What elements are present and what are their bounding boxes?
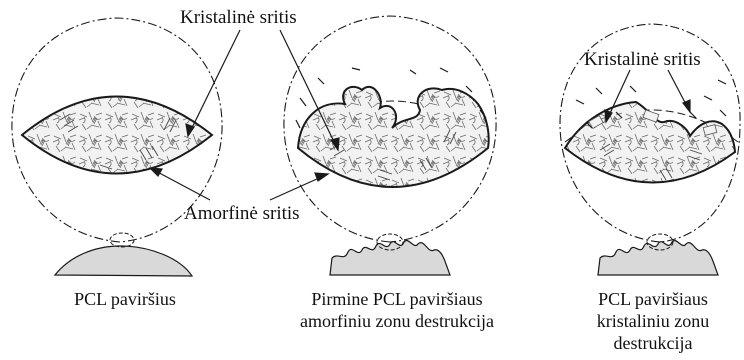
stage1-surface-bump bbox=[55, 246, 192, 276]
stage2-diagram bbox=[284, 16, 496, 275]
stage1-crystal-lens bbox=[22, 97, 212, 174]
label-amorphous: Amorfinė sritis bbox=[184, 204, 300, 223]
arrow-crystal-left bbox=[188, 30, 240, 136]
stage3-surface-serrated bbox=[598, 240, 718, 275]
stage1-diagram bbox=[12, 18, 222, 276]
caption-stage1: PCL paviršius bbox=[30, 289, 220, 311]
caption-stage2: Pirmine PCL paviršiaus amorfiniu zonu de… bbox=[262, 289, 532, 333]
caption-stage3-line3: destrukcija bbox=[568, 333, 738, 355]
caption-stage3-line2: kristaliniu zonu bbox=[568, 311, 738, 333]
stage2-eroded-lens bbox=[298, 87, 489, 187]
stage2-surface-serrated bbox=[330, 240, 450, 275]
caption-stage2-line1: Pirmine PCL paviršiaus bbox=[262, 289, 532, 311]
caption-stage3: PCL paviršiaus kristaliniu zonu destrukc… bbox=[568, 289, 738, 355]
label-crystalline-right: Kristalinė sritis bbox=[584, 50, 701, 69]
caption-stage3-line1: PCL paviršiaus bbox=[568, 289, 738, 311]
caption-stage2-line2: amorfiniu zonu destrukcija bbox=[262, 311, 532, 333]
label-crystalline-top: Kristalinė sritis bbox=[180, 8, 297, 27]
caption-stage1-line1: PCL paviršius bbox=[30, 289, 220, 311]
